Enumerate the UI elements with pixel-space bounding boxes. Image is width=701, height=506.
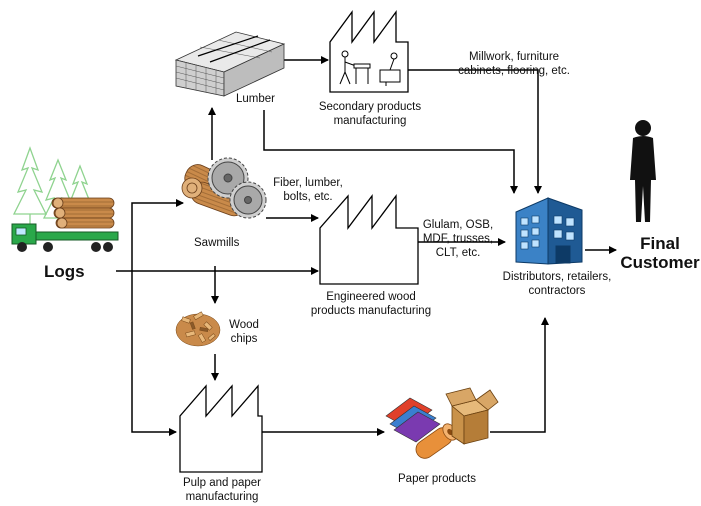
lumber-label: Lumber [236, 93, 275, 105]
wood-chips-line-2: chips [230, 333, 258, 345]
sawmills-label: Sawmills [194, 237, 240, 249]
fiber-line-2: bolts, etc. [283, 191, 333, 203]
secondary-products-line-1: Secondary products [318, 101, 422, 113]
lumber-stack-icon [174, 31, 286, 97]
wood-chips-label: Wood chips [226, 318, 262, 346]
pulp-line-2: manufacturing [185, 491, 259, 503]
fiber-line-1: Fiber, lumber, [273, 177, 343, 189]
factory-icon [319, 194, 419, 285]
final-customer-label: Final Customer [618, 234, 701, 272]
secondary-products-line-2: manufacturing [333, 115, 407, 127]
factory-icon [179, 384, 263, 473]
connectors [116, 56, 617, 436]
paper-products-icon [385, 387, 499, 459]
glulam-line-1: Glulam, OSB, [422, 219, 494, 231]
distributors-line-1: Distributors, retailers, [502, 271, 612, 283]
warehouse-building-icon [515, 197, 583, 265]
glulam-line-2: MDF, trusses, [422, 233, 494, 245]
distributors-line-2: contractors [528, 285, 586, 297]
logs-label: Logs [44, 262, 85, 281]
pulp-paper-label: Pulp and paper manufacturing [176, 476, 268, 504]
engineered-line-2: products manufacturing [310, 305, 432, 317]
wood-chips-icon [175, 311, 221, 347]
log-truck-icon [11, 146, 119, 252]
fiber-lumber-label: Fiber, lumber, bolts, etc. [266, 176, 350, 204]
paper-products-label: Paper products [398, 473, 476, 485]
millwork-line-2: cabinets, flooring, etc. [458, 65, 570, 77]
millwork-line-1: Millwork, furniture [468, 51, 560, 63]
final-customer-line-2: Customer [620, 253, 700, 272]
engineered-line-1: Engineered wood [326, 291, 416, 303]
factory-workers-icon [329, 10, 409, 93]
engineered-wood-label: Engineered wood products manufacturing [306, 290, 436, 318]
wood-chips-line-1: Wood [229, 319, 259, 331]
sawmill-blades-icon [181, 157, 267, 219]
glulam-line-3: CLT, etc. [435, 247, 481, 259]
distributors-label: Distributors, retailers, contractors [492, 270, 622, 298]
person-silhouette-icon [630, 120, 656, 222]
final-customer-line-1: Final [640, 234, 680, 253]
millwork-label: Millwork, furniture cabinets, flooring, … [452, 50, 576, 78]
secondary-products-label: Secondary products manufacturing [314, 100, 426, 128]
glulam-label: Glulam, OSB, MDF, trusses, CLT, etc. [420, 218, 496, 260]
pulp-line-1: Pulp and paper [182, 477, 261, 489]
